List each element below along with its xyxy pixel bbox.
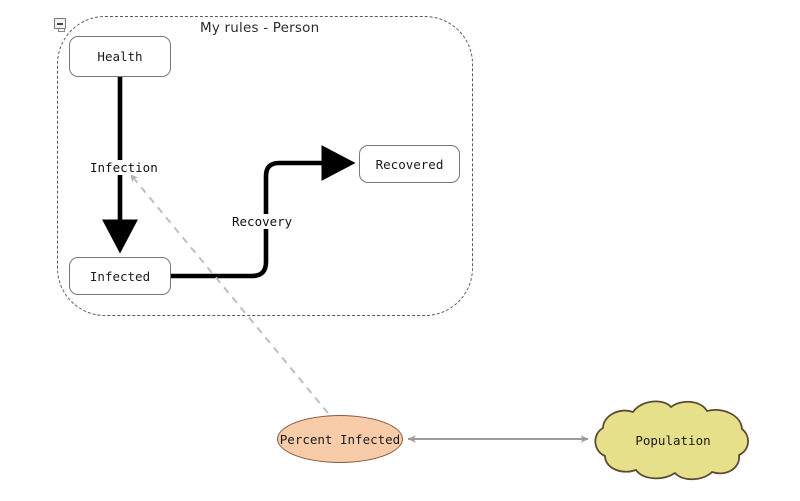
variable-node-percent-infected[interactable]: Percent Infected	[277, 415, 403, 463]
collapse-minus-box-icon[interactable]	[54, 18, 66, 32]
state-node-infected[interactable]: Infected	[69, 257, 171, 295]
transition-label-recovery[interactable]: Recovery	[231, 214, 294, 229]
population-cloud-label: Population	[635, 432, 711, 448]
group-title: My rules - Person	[200, 20, 320, 36]
population-cloud-node[interactable]: Population	[591, 398, 751, 482]
cloud-shape-icon	[594, 400, 749, 481]
state-node-health-label: Health	[97, 49, 143, 64]
state-node-recovered-label: Recovered	[375, 156, 444, 172]
state-node-recovered[interactable]: Recovered	[359, 145, 460, 183]
transition-label-infection[interactable]: Infection	[89, 160, 159, 175]
state-node-health[interactable]: Health	[69, 36, 171, 77]
state-node-infected-label: Infected	[89, 268, 151, 284]
variable-node-percent-infected-label: Percent Infected	[279, 431, 401, 447]
rules-group-container[interactable]	[57, 16, 473, 316]
